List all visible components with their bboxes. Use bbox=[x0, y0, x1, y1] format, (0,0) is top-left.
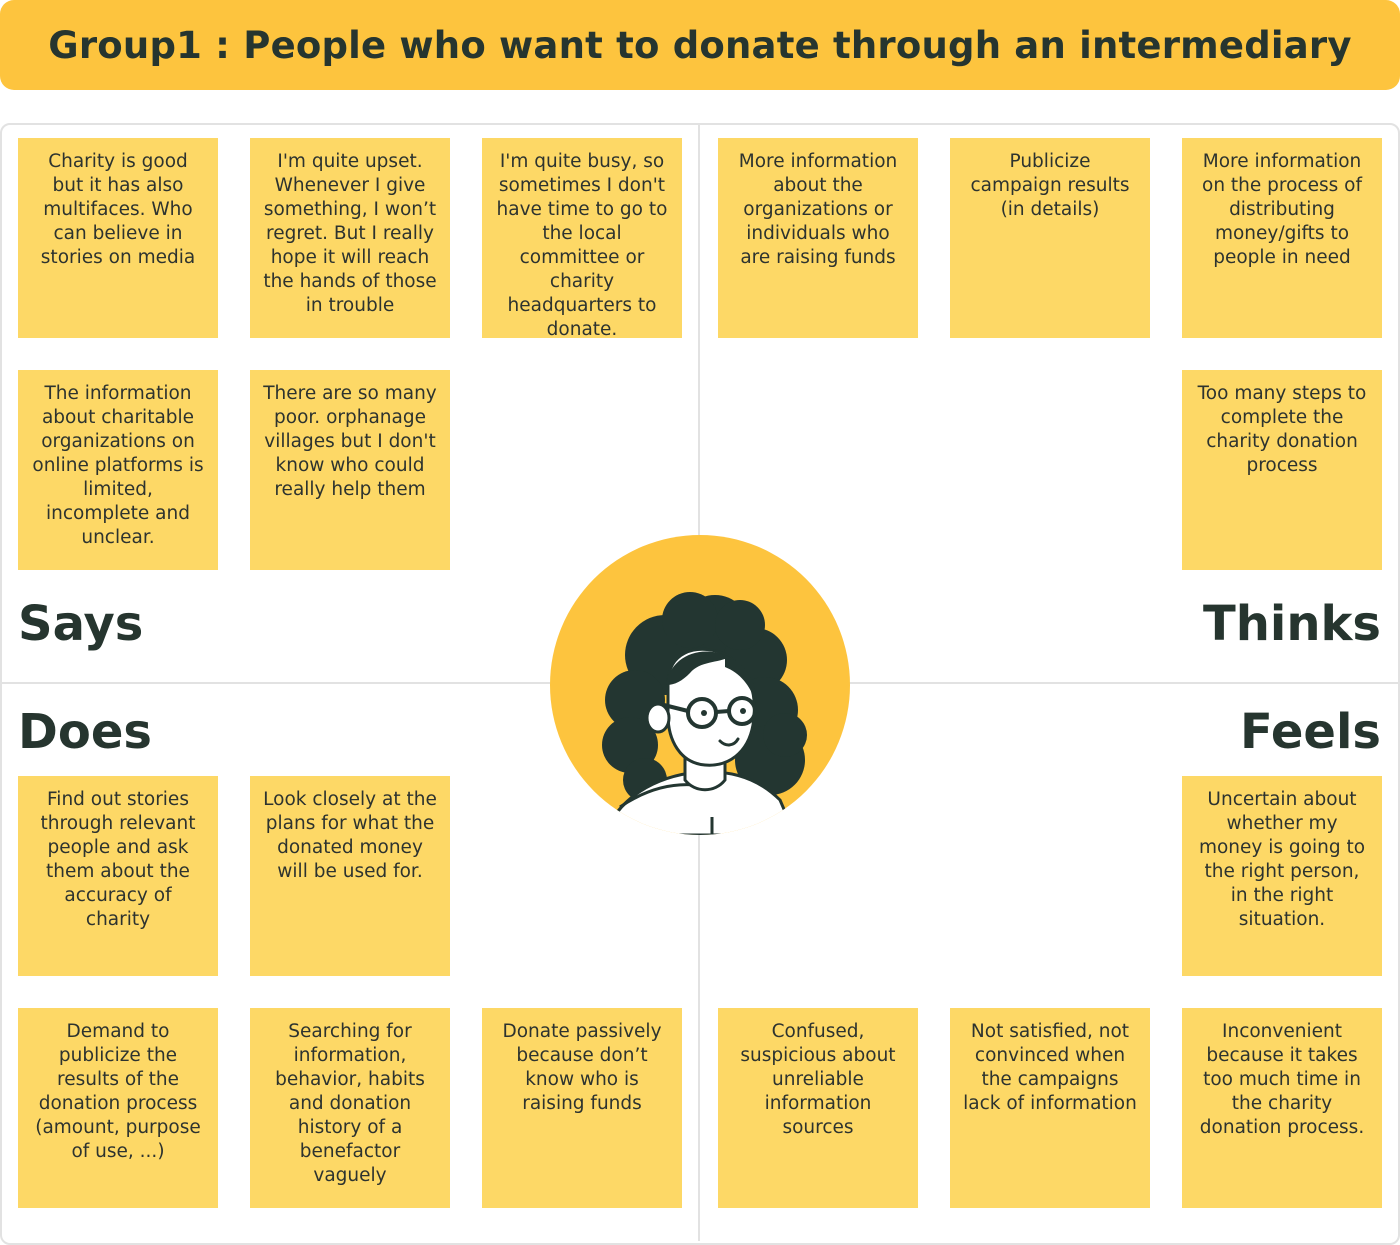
vertical-divider-top bbox=[698, 125, 700, 535]
feels-note: Confused, suspicious about unreliable in… bbox=[718, 1008, 918, 1208]
feels-note: Uncertain about whether my money is goin… bbox=[1182, 776, 1382, 976]
header-banner: Group1 : People who want to donate throu… bbox=[0, 0, 1400, 90]
does-note: Searching for information, behavior, hab… bbox=[250, 1008, 450, 1208]
thinks-note: Publicize campaign results (in details) bbox=[950, 138, 1150, 338]
does-note: Donate passively because don’t know who … bbox=[482, 1008, 682, 1208]
vertical-divider-bottom bbox=[698, 835, 700, 1241]
does-note: Look closely at the plans for what the d… bbox=[250, 776, 450, 976]
thinks-note: More information about the organizations… bbox=[718, 138, 918, 338]
does-note: Demand to publicize the results of the d… bbox=[18, 1008, 218, 1208]
says-note: There are so many poor. orphanage villag… bbox=[250, 370, 450, 570]
says-note: I'm quite upset. Whenever I give somethi… bbox=[250, 138, 450, 338]
says-label: Says bbox=[18, 596, 144, 652]
says-note: I'm quite busy, so sometimes I don't hav… bbox=[482, 138, 682, 338]
feels-note: Inconvenient because it takes too much t… bbox=[1182, 1008, 1382, 1208]
does-label: Does bbox=[18, 704, 152, 760]
thinks-note: Too many steps to complete the charity d… bbox=[1182, 370, 1382, 570]
feels-label: Feels bbox=[1240, 704, 1381, 760]
thinks-label: Thinks bbox=[1202, 596, 1381, 652]
persona-avatar-icon bbox=[550, 535, 850, 835]
feels-note: Not satisfied, not convinced when the ca… bbox=[950, 1008, 1150, 1208]
horizontal-divider-left bbox=[2, 682, 552, 684]
does-note: Find out stories through relevant people… bbox=[18, 776, 218, 976]
says-note: The information about charitable organiz… bbox=[18, 370, 218, 570]
empathy-map-board bbox=[0, 123, 1400, 1245]
thinks-note: More information on the process of distr… bbox=[1182, 138, 1382, 338]
page-title: Group1 : People who want to donate throu… bbox=[48, 23, 1352, 67]
says-note: Charity is good but it has also multifac… bbox=[18, 138, 218, 338]
horizontal-divider-right bbox=[848, 682, 1398, 684]
